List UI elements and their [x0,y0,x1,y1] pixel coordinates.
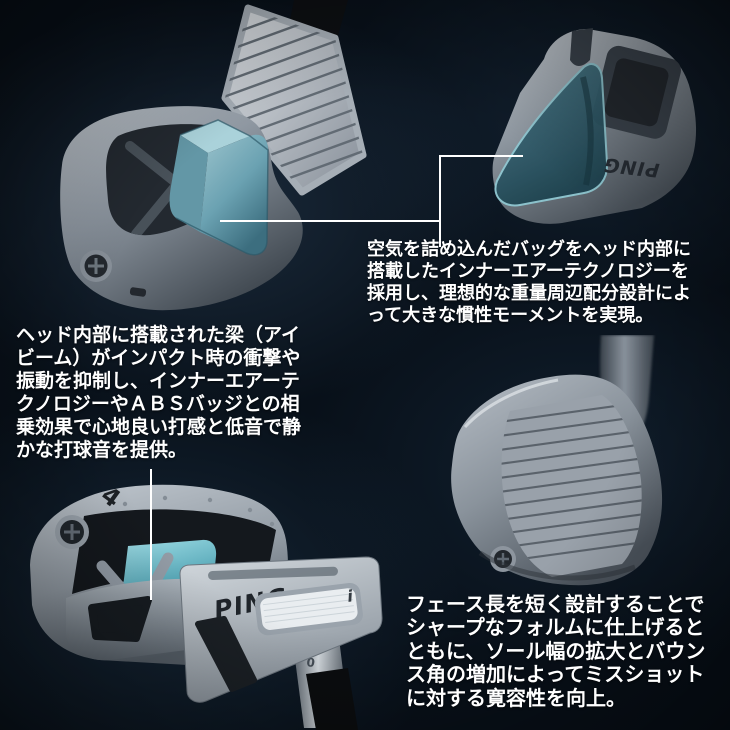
sole-shadow [478,550,636,581]
i-beam-callout-text: ヘッド内部に搭載された梁（アイ ビーム）がインパクト時の衝撃や 振動を抑制し、イ… [16,324,321,462]
callout-line: って大きな慣性モーメントを実現。 [367,305,654,326]
connector-line-vertical [439,155,441,247]
callout-line: 乗効果で心地良い打感と低音で静 [16,416,302,438]
face-area [501,395,642,577]
inner-air-insert [169,119,269,256]
hosel-slot [570,28,593,66]
callout-line: フェース長を短く設計することで [406,592,705,616]
sole-screw [55,515,89,549]
callout-line: 空気を詰め込んだバッグをヘッド内部に [367,239,691,260]
callout-line: ビーム）がインパクト時の衝撃や [16,347,301,369]
hosel-marking: 0 [306,655,316,670]
inner-air-cross-section [494,63,609,207]
badge-dark-wedge [195,616,257,692]
callout-line: シャープなフォルムに仕上げると [406,615,705,640]
badge-slot [208,566,338,581]
insert-fold-line [580,76,594,186]
back-badge: PING i [179,556,383,703]
connector-line-insert-right [439,155,523,157]
callout-line: ス角の増加によってミスショット [406,662,705,687]
callout-line: クノロジーやＡＢＳバッジとの相 [16,393,300,415]
sole-port [129,287,147,297]
callout-line: 採用し、理想的な重量周辺配分設計によ [367,283,691,304]
connector-line-i-beam [150,469,152,600]
callout-line: かな打球音を提供。 [16,439,188,461]
badge-white-panel [254,582,363,636]
cross-section-iron-head-illustration: PING [492,28,697,224]
rim-rivets [122,495,275,527]
face-view-iron-head-illustration [451,335,663,586]
connector-line-insert-left [220,220,440,222]
callout-line: ともに、ソール幅の拡大とバウン [406,638,706,663]
badge-exploded-iron-head-illustration: 4 0 PING [30,481,383,730]
topline-highlight [463,378,559,429]
back-cavity-panel [592,45,681,139]
shaft [306,668,358,730]
lip-window [88,596,152,642]
exploded-iron-head-illustration [60,0,367,311]
badge-model-icon: i [346,586,355,606]
callout-line: 搭載したインナーエアーテクノロジーを [367,261,689,282]
sole-screw [80,250,112,282]
callout-line: に対する寛容性を向上。 [406,685,626,710]
inner-air-callout-text: 空気を詰め込んだバッグをヘッド内部に 搭載したインナーエアーテクノロジーを 採用… [367,239,730,327]
face-design-callout-text: フェース長を短く設計することで シャープなフォルムに仕上げると ともに、ソール幅… [406,592,730,710]
callout-line: ヘッド内部に搭載された梁（アイ [16,324,301,346]
callout-line: 振動を抑制し、インナーエアーテ [16,370,300,392]
